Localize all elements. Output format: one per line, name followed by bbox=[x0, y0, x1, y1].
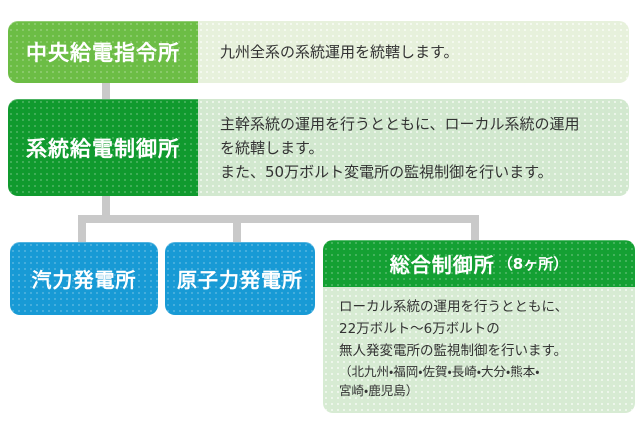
description-line: ローカル系統の運用を行うとともに、 bbox=[339, 299, 569, 315]
description-line: 22万ボルト～6万ボルトの bbox=[339, 321, 500, 337]
nuclear-power-plant-box: 原子力発電所 bbox=[165, 242, 315, 315]
general-control-center-count: （8ヶ所） bbox=[497, 255, 569, 273]
central-dispatch-description-text: 九州全系の系統運用を統轄します。 bbox=[220, 43, 459, 61]
central-dispatch-office-label: 中央給電指令所 bbox=[26, 41, 180, 65]
locations-line: 宮崎・鹿児島） bbox=[339, 383, 419, 398]
connector-drop-general-control bbox=[471, 223, 479, 240]
description-line: を統轄します。 bbox=[220, 138, 324, 157]
general-control-center-header: 総合制御所 （8ヶ所） bbox=[323, 240, 635, 287]
system-dispatch-control-description: 主幹系統の運用を行うとともに、ローカル系統の運用 を統轄します。 また、50万ボ… bbox=[198, 99, 629, 196]
description-line: 主幹系統の運用を行うとともに、ローカル系統の運用 bbox=[220, 114, 580, 133]
locations-line: （北九州・福岡・佐賀・長崎・大分・熊本・ bbox=[339, 364, 540, 379]
thermal-power-plant-box: 汽力発電所 bbox=[10, 242, 158, 315]
central-dispatch-office-description: 九州全系の系統運用を統轄します。 bbox=[198, 21, 629, 83]
connector-drop-nuclear bbox=[233, 223, 241, 242]
description-line: 無人発変電所の監視制御を行います。 bbox=[339, 343, 568, 359]
connector-level2-stem bbox=[102, 196, 110, 223]
general-control-center-description: ローカル系統の運用を行うとともに、 22万ボルト～6万ボルトの 無人発変電所の監… bbox=[323, 287, 635, 413]
description-line: また、50万ボルト変電所の監視制御を行います。 bbox=[220, 162, 553, 181]
general-control-center-label: 総合制御所 bbox=[389, 253, 495, 277]
central-dispatch-office-box: 中央給電指令所 bbox=[8, 21, 198, 83]
general-control-center-box: 総合制御所 （8ヶ所） ローカル系統の運用を行うとともに、 22万ボルト～6万ボ… bbox=[323, 240, 635, 413]
connector-drop-thermal bbox=[78, 223, 86, 242]
thermal-power-plant-label: 汽力発電所 bbox=[31, 268, 137, 292]
connector-level1-level2 bbox=[102, 83, 110, 99]
connector-horizontal-bar bbox=[78, 215, 479, 223]
system-dispatch-control-label: 系統給電制御所 bbox=[26, 136, 180, 161]
nuclear-power-plant-label: 原子力発電所 bbox=[177, 268, 303, 292]
system-dispatch-control-box: 系統給電制御所 bbox=[8, 99, 198, 196]
